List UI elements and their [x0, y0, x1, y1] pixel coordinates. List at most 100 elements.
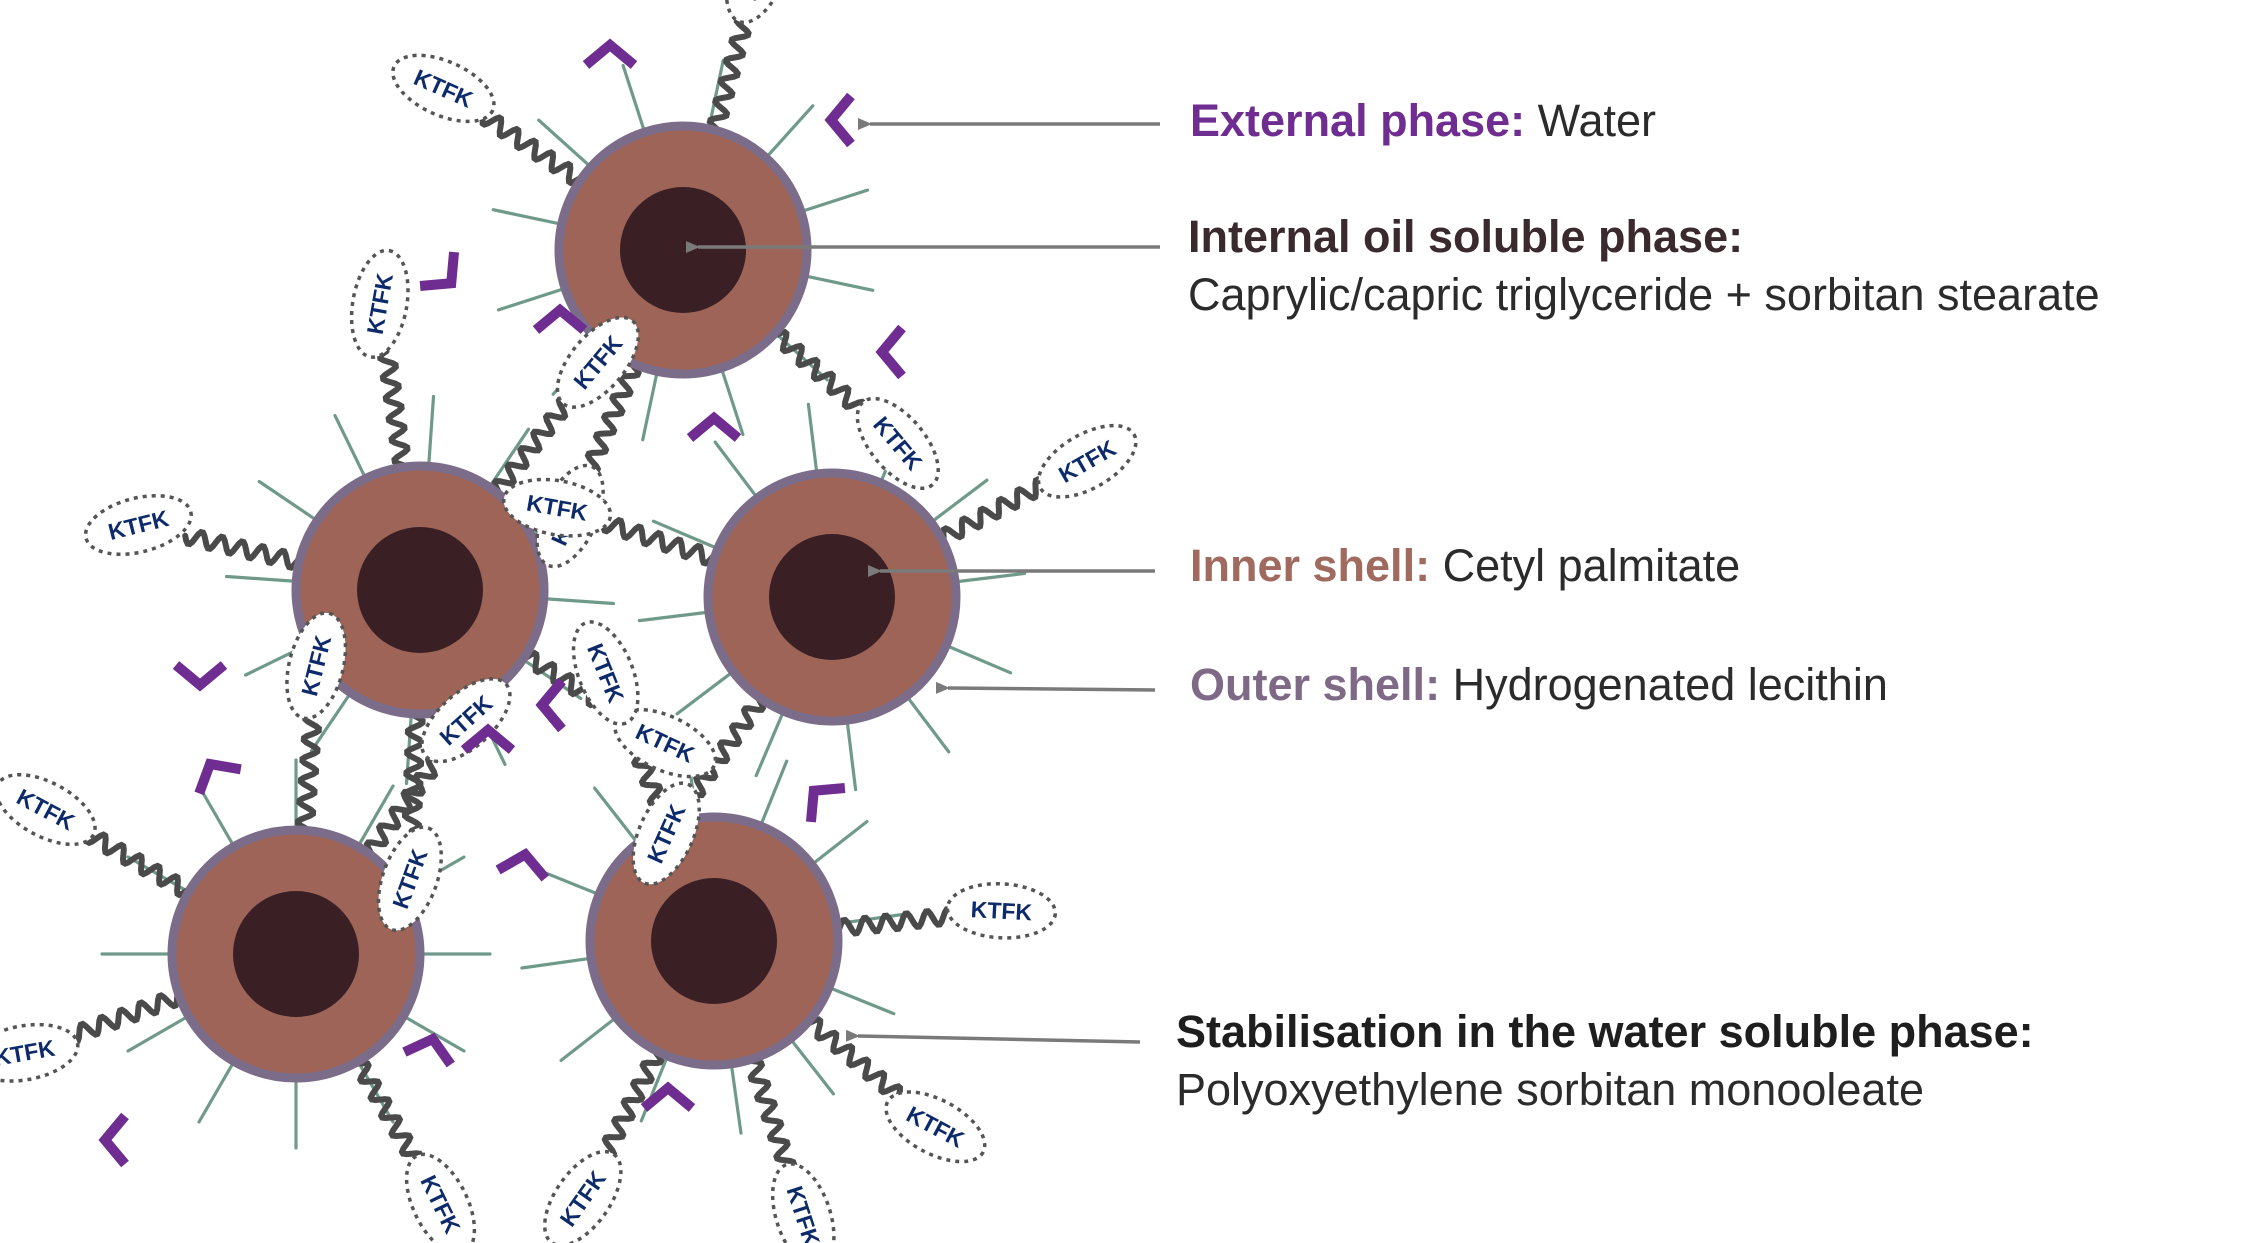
ktfk-peptide-tag-icon: KTFK — [404, 1152, 477, 1243]
ktfk-tag-outline — [501, 477, 613, 538]
ktfk-tag-outline — [83, 493, 193, 557]
surfactant-spike — [926, 478, 989, 527]
label-internal-title: Internal oil soluble phase: — [1188, 211, 1744, 262]
ktfk-tag-outline — [349, 248, 410, 359]
ktfk-tag-label: KTFK — [735, 0, 781, 4]
peg-tether — [346, 1051, 424, 1166]
water-molecule-chevron-icon — [402, 1032, 455, 1068]
ktfk-tag-outline — [631, 781, 701, 886]
ktfk-tag-outline — [420, 677, 512, 764]
peg-tether — [361, 755, 441, 865]
surfactant-spike — [197, 784, 238, 852]
ktfk-tag-outline — [0, 1022, 80, 1083]
peg-tether — [479, 112, 591, 189]
label-stabilisation: Stabilisation in the water soluble phase… — [1176, 1003, 2034, 1119]
arrow-outer-shell — [935, 681, 1156, 694]
ktfk-peptide-tag-icon: KTFK — [349, 248, 410, 359]
water-molecule-chevron-icon — [532, 303, 588, 334]
ktfk-peptide-tag-icon: KTFK — [285, 611, 348, 721]
peg-tether — [584, 353, 642, 475]
ktfk-tag-outline — [884, 1090, 987, 1164]
surfactant-spike — [902, 691, 951, 754]
surfactant-spike — [844, 714, 858, 792]
ktfk-peptide-tag-icon: KTFK — [376, 825, 444, 933]
arrows-layer — [686, 118, 1160, 1044]
tethers-layer — [66, 14, 1048, 1174]
oil-core — [233, 891, 359, 1017]
ktfk-tag-outline — [285, 611, 348, 721]
label-inner-shell-title: Inner shell: — [1190, 540, 1431, 591]
label-outer-shell: Outer shell: Hydrogenated lecithin — [1190, 656, 1888, 714]
surfactant-spike — [651, 519, 724, 552]
peg-tether — [740, 1048, 798, 1174]
peg-tether — [826, 906, 957, 939]
surfactant-spike — [949, 571, 1027, 585]
surfactant-spike — [757, 759, 789, 832]
water-molecule-chevron-icon — [875, 324, 906, 380]
peg-tether — [599, 516, 725, 567]
surfactant-spike — [592, 786, 642, 849]
label-internal: Internal oil soluble phase: Caprylic/cap… — [1188, 208, 2100, 324]
peg-tether — [376, 348, 414, 479]
surfactant-spike — [491, 208, 568, 227]
water-molecule-chevron-icon — [460, 723, 516, 754]
surfactant-spike — [718, 362, 745, 437]
surfactant-spike — [798, 273, 875, 292]
water-molecule-chevron-icon — [686, 411, 742, 442]
water-molecule-chevron-icon — [98, 1112, 129, 1168]
arrow-stabilisation — [845, 1029, 1141, 1044]
surfactant-spike — [197, 1056, 238, 1124]
label-stabilisation-value: Polyoxyethylene sorbitan monooleate — [1176, 1064, 1924, 1115]
label-stabilisation-title: Stabilisation in the water soluble phase… — [1176, 1006, 2034, 1057]
peg-tether — [690, 688, 769, 799]
ktfk-tag-outline — [542, 1149, 623, 1243]
surfactant-spike — [713, 440, 762, 503]
ktfk-peptide-tag-icon: KTFK — [770, 1162, 836, 1243]
ktfk-peptide-tag-icon: KTFK — [884, 1090, 987, 1164]
label-internal-value: Caprylic/capric triglyceride + sorbitan … — [1188, 269, 2100, 320]
surfactant-spike — [761, 104, 815, 163]
peg-tether — [294, 710, 322, 842]
peg-tether — [83, 830, 199, 899]
surfactant-spike — [538, 596, 616, 606]
ktfk-peptide-tag-icon: KTFK — [542, 1149, 623, 1243]
oil-core — [357, 527, 483, 653]
ktfk-peptide-tag-icon: KTFK — [0, 1022, 80, 1083]
ktfk-tag-outline — [1036, 423, 1138, 499]
ktfk-peptide-tag-icon: KTFK — [1036, 423, 1138, 499]
surfactant-spike — [559, 1013, 622, 1063]
water-molecule-chevron-icon — [805, 782, 846, 823]
water-molecule-chevron-icon — [495, 848, 550, 882]
water-molecule-chevron-icon — [419, 251, 460, 292]
surfactant-spike — [786, 1033, 836, 1096]
surfactant-spike — [940, 642, 1013, 675]
surfactant-spike — [496, 285, 571, 312]
oil-core — [651, 878, 777, 1004]
label-external-title: External phase: — [1190, 95, 1526, 146]
label-external: External phase: Water — [1190, 92, 1656, 150]
surfactant-spike — [126, 1012, 194, 1053]
water-molecule-chevron-icon — [824, 92, 855, 148]
oil-core — [769, 534, 895, 660]
ktfk-peptide-tag-icon: KTFK — [391, 53, 496, 124]
ktfk-tag-outline — [0, 772, 97, 847]
chevrons-layer — [98, 38, 906, 1168]
label-inner-shell-value: Cetyl palmitate — [1442, 540, 1741, 591]
surfactant-spike — [621, 63, 648, 138]
ktfk-tag-outline — [855, 396, 940, 491]
surfactant-spike — [537, 118, 596, 172]
ktfk-peptide-tag-icon: KTFK — [613, 707, 718, 779]
peg-tether — [66, 985, 190, 1046]
peg-tether — [764, 324, 867, 415]
surfactant-spike — [641, 365, 660, 442]
nanoparticle-droplet-icon — [554, 121, 812, 379]
peg-tether — [931, 476, 1048, 551]
surfactant-spike — [520, 956, 597, 970]
ktfk-tag-outline — [404, 1152, 477, 1243]
label-outer-shell-title: Outer shell: — [1190, 659, 1441, 710]
label-external-value: Water — [1537, 95, 1657, 146]
ktfk-peptide-tag-icon: KTFK — [571, 620, 640, 726]
peg-tether — [798, 1012, 904, 1099]
ktfk-peptide-tag-icon: KTFK — [501, 477, 613, 538]
peg-tether — [601, 1041, 665, 1159]
